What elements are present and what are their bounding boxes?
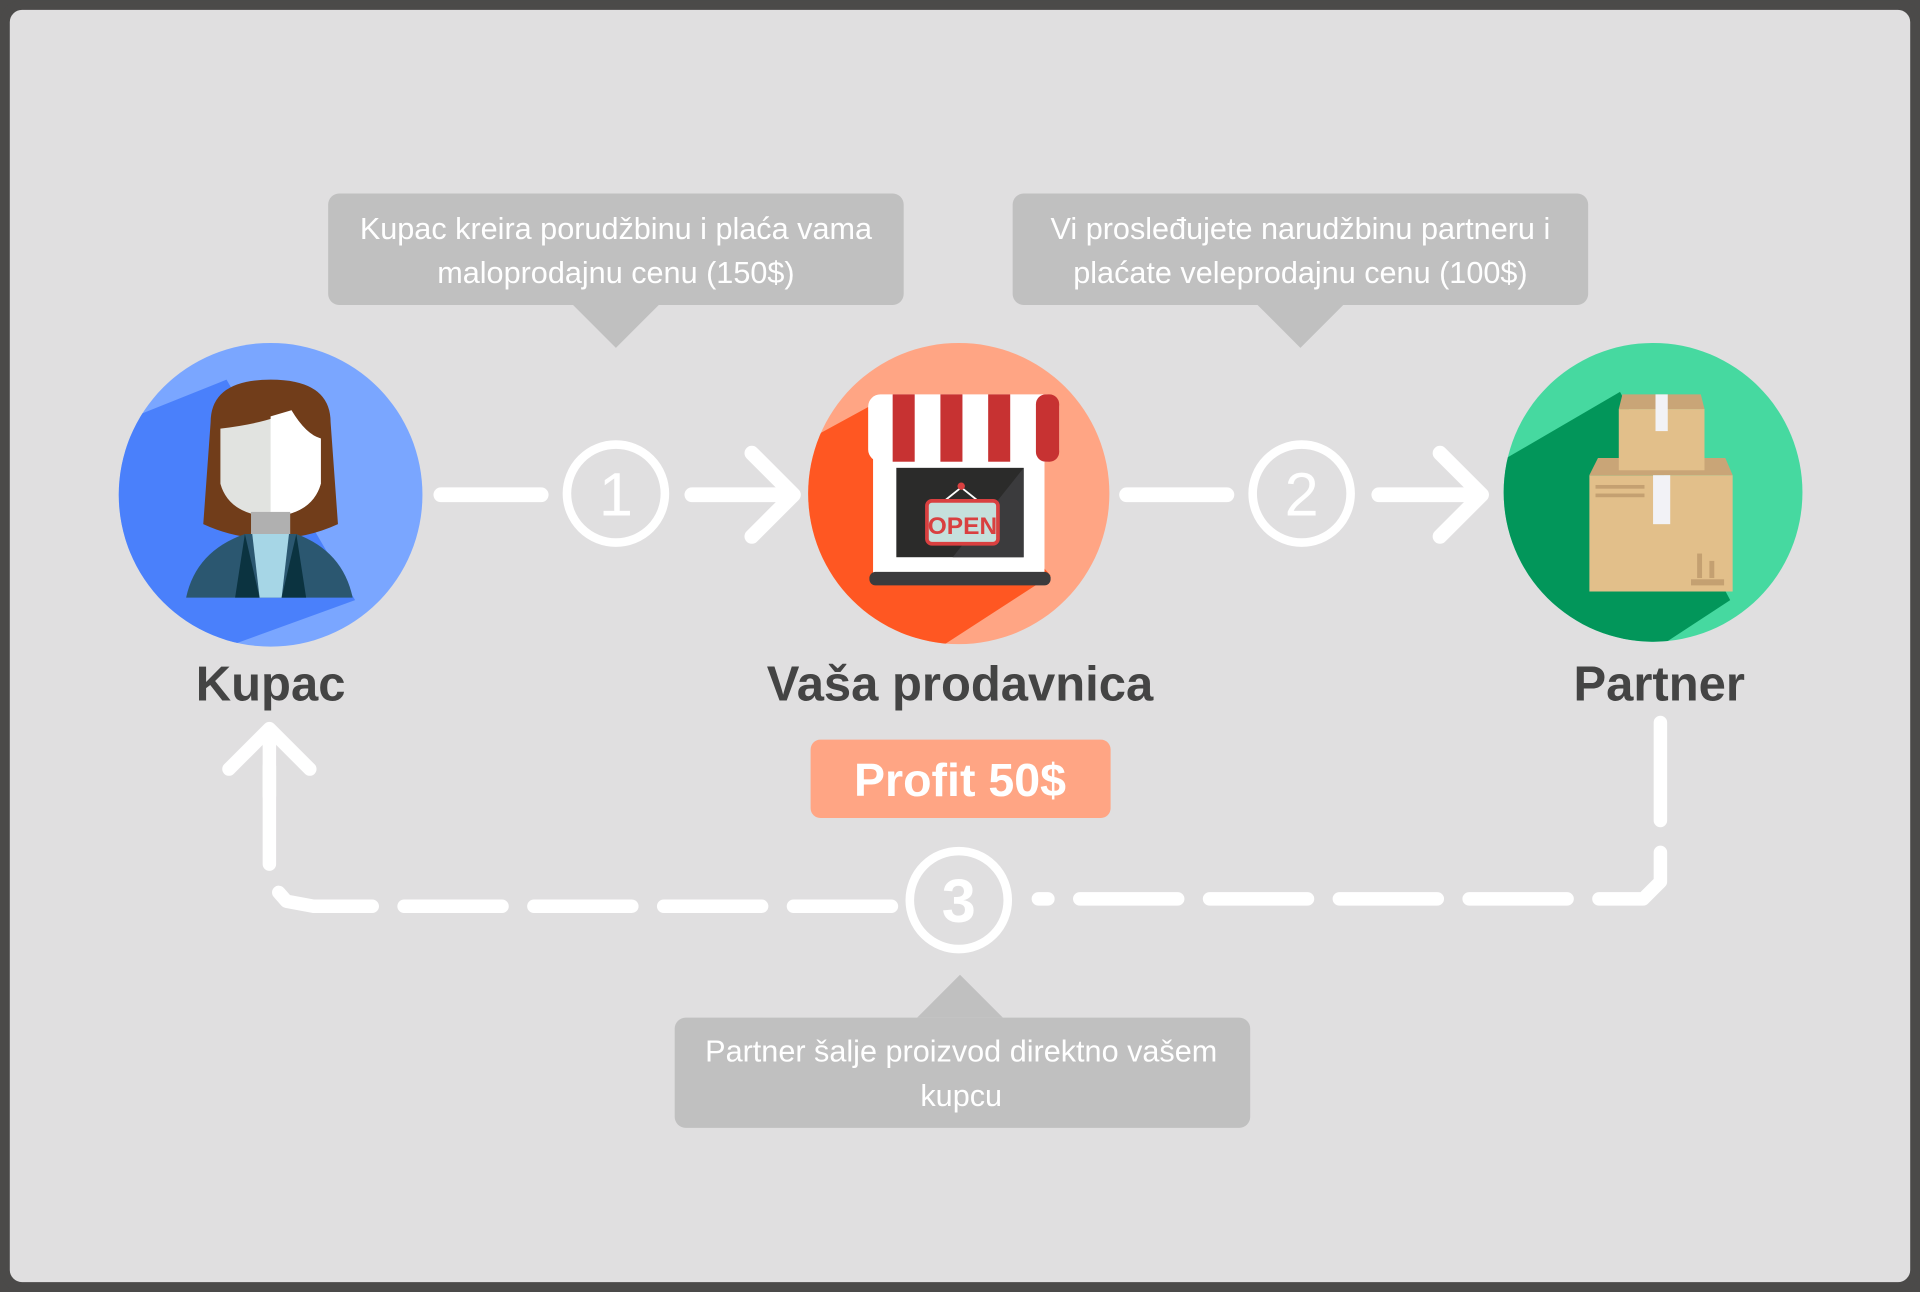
- step-1-connector: [433, 445, 801, 544]
- partner-label: Partner: [1573, 657, 1744, 711]
- callout-2-line-2: plaćate veleprodajnu cenu (100$): [1073, 256, 1527, 290]
- step-3-connector: [222, 715, 1668, 913]
- profit-label: Profit 50$: [854, 754, 1066, 806]
- step-2-number: 2: [1285, 461, 1319, 529]
- step-1-number: 1: [599, 461, 633, 529]
- storefront-icon: OPEN: [808, 342, 1110, 645]
- callout-2-line-1: Vi prosleđujete narudžbinu partneru i: [1051, 212, 1551, 246]
- callout-3-line-2: kupcu: [920, 1079, 1002, 1113]
- step-2-badge: 2: [1248, 440, 1355, 547]
- callout-step-1: Kupac kreira porudžbinu i plaća vama mal…: [328, 193, 904, 348]
- step-3-number: 3: [942, 867, 976, 935]
- callout-3-line-1: Partner šalje proizvod direktno vašem: [705, 1035, 1217, 1069]
- callout-step-3: Partner šalje proizvod direktno vašem ku…: [674, 974, 1251, 1128]
- step-3-badge: 3: [905, 846, 1013, 954]
- open-sign-text: OPEN: [928, 513, 997, 540]
- step-2-connector: [1119, 445, 1489, 544]
- arrow-right-icon: [1432, 445, 1489, 544]
- customer-label: Kupac: [196, 657, 346, 711]
- profit-badge: Profit 50$: [810, 739, 1111, 819]
- step-1-badge: 1: [562, 440, 670, 547]
- store-label: Vaša prodavnica: [767, 657, 1154, 711]
- callout-1-line-1: Kupac kreira porudžbinu i plaća vama: [360, 212, 873, 246]
- callout-step-2: Vi prosleđujete narudžbinu partneru i pl…: [1012, 193, 1589, 348]
- arrow-right-icon: [744, 445, 801, 544]
- woman-avatar-icon: [118, 342, 423, 647]
- boxes-icon: [1503, 342, 1803, 642]
- callout-1-line-2: maloprodajnu cenu (150$): [437, 256, 794, 290]
